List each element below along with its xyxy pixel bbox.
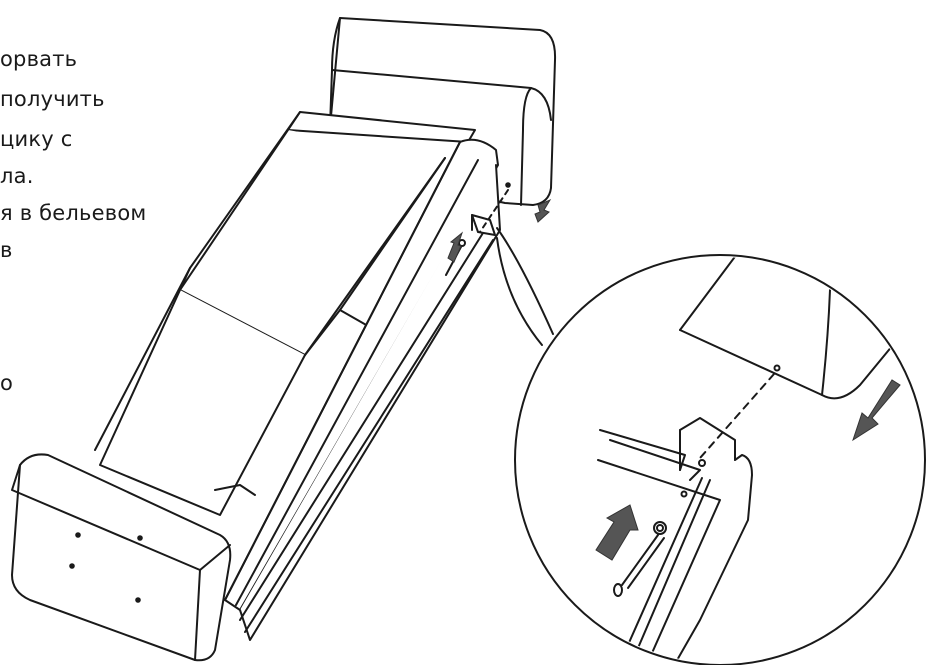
- instruction-line-2: получить: [0, 87, 105, 111]
- instruction-line-1: орвать: [0, 47, 78, 71]
- instruction-line-9: о: [0, 371, 14, 395]
- arrow-down-left-icon: [534, 198, 552, 223]
- sofa-seat: [94, 111, 476, 516]
- instruction-line-3: цику с: [0, 127, 73, 151]
- front-armrest: [11, 453, 232, 662]
- alignment-line: [479, 189, 509, 233]
- arrow-up-right-icon: [447, 231, 464, 263]
- sofa-backrest: [224, 138, 501, 641]
- arrow-down-left-icon: [852, 379, 901, 442]
- instruction-line-6: в: [0, 238, 13, 262]
- arrow-up-right-icon: [595, 504, 639, 561]
- instruction-line-5: я в бельевом: [0, 201, 147, 225]
- back-armrest: [329, 17, 557, 206]
- instruction-line-4: ла.: [0, 164, 34, 188]
